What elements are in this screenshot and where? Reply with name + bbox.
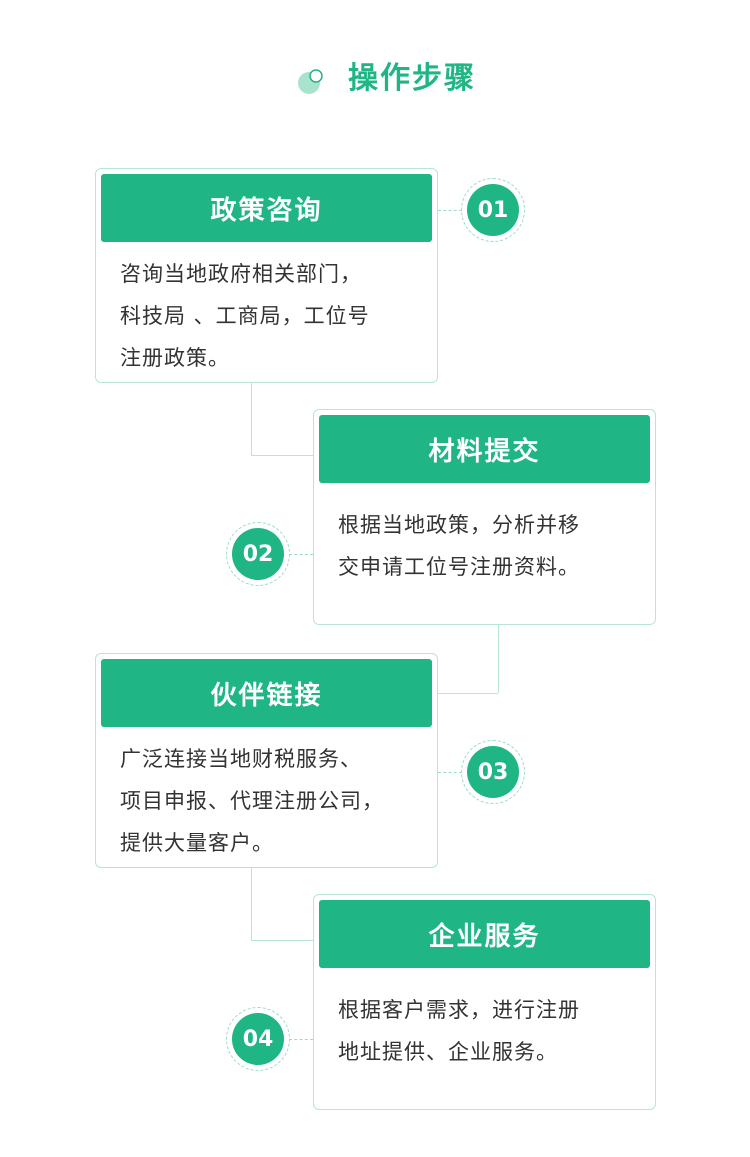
step-description-line: 地址提供、企业服务。 (338, 1040, 558, 1064)
step-number-badge: 03 (461, 740, 525, 804)
step-number-badge: 04 (226, 1007, 290, 1071)
step-card-2: 材料提交 根据当地政策，分析并移 交申请工位号注册资料。 (313, 409, 656, 625)
step-description-line: 项目申报、代理注册公司， (120, 789, 384, 813)
step-number-badge: 02 (226, 522, 290, 586)
step-title: 企业服务 (319, 900, 650, 968)
connector-line (498, 625, 499, 693)
step-description: 广泛连接当地财税服务、 项目申报、代理注册公司， 提供大量客户。 (120, 738, 417, 864)
step-card-3: 伙伴链接 广泛连接当地财税服务、 项目申报、代理注册公司， 提供大量客户。 (95, 653, 438, 868)
bubble-circles-icon (298, 69, 323, 94)
step-description: 根据当地政策，分析并移 交申请工位号注册资料。 (338, 504, 635, 588)
step-title: 材料提交 (319, 415, 650, 483)
step-description-line: 注册政策。 (120, 346, 230, 370)
step-card-1: 政策咨询 咨询当地政府相关部门， 科技局 、工商局，工位号 注册政策。 (95, 168, 438, 383)
dashed-connector (289, 1039, 313, 1040)
dashed-connector (438, 210, 462, 211)
step-number-badge: 01 (461, 178, 525, 242)
step-description: 根据客户需求，进行注册 地址提供、企业服务。 (338, 989, 635, 1073)
connector-line (251, 940, 314, 941)
connector-line (251, 455, 314, 456)
step-card-4: 企业服务 根据客户需求，进行注册 地址提供、企业服务。 (313, 894, 656, 1110)
section-header: 操作步骤 (0, 56, 750, 104)
step-title: 政策咨询 (101, 174, 432, 242)
step-description-line: 根据当地政策，分析并移 (338, 513, 580, 537)
step-description-line: 广泛连接当地财税服务、 (120, 747, 362, 771)
dashed-connector (438, 772, 462, 773)
step-description-line: 交申请工位号注册资料。 (338, 555, 580, 579)
step-title: 伙伴链接 (101, 659, 432, 727)
step-description-line: 科技局 、工商局，工位号 (120, 304, 370, 328)
page-title: 操作步骤 (348, 61, 476, 96)
step-number: 04 (232, 1013, 284, 1065)
connector-line (437, 693, 498, 694)
step-description-line: 咨询当地政府相关部门， (120, 262, 362, 286)
step-description: 咨询当地政府相关部门， 科技局 、工商局，工位号 注册政策。 (120, 253, 417, 379)
step-description-line: 提供大量客户。 (120, 831, 274, 855)
step-number: 03 (467, 746, 519, 798)
connector-line (251, 868, 252, 940)
dashed-connector (289, 554, 313, 555)
connector-line (251, 383, 252, 455)
step-description-line: 根据客户需求，进行注册 (338, 998, 580, 1022)
step-number: 01 (467, 184, 519, 236)
step-number: 02 (232, 528, 284, 580)
